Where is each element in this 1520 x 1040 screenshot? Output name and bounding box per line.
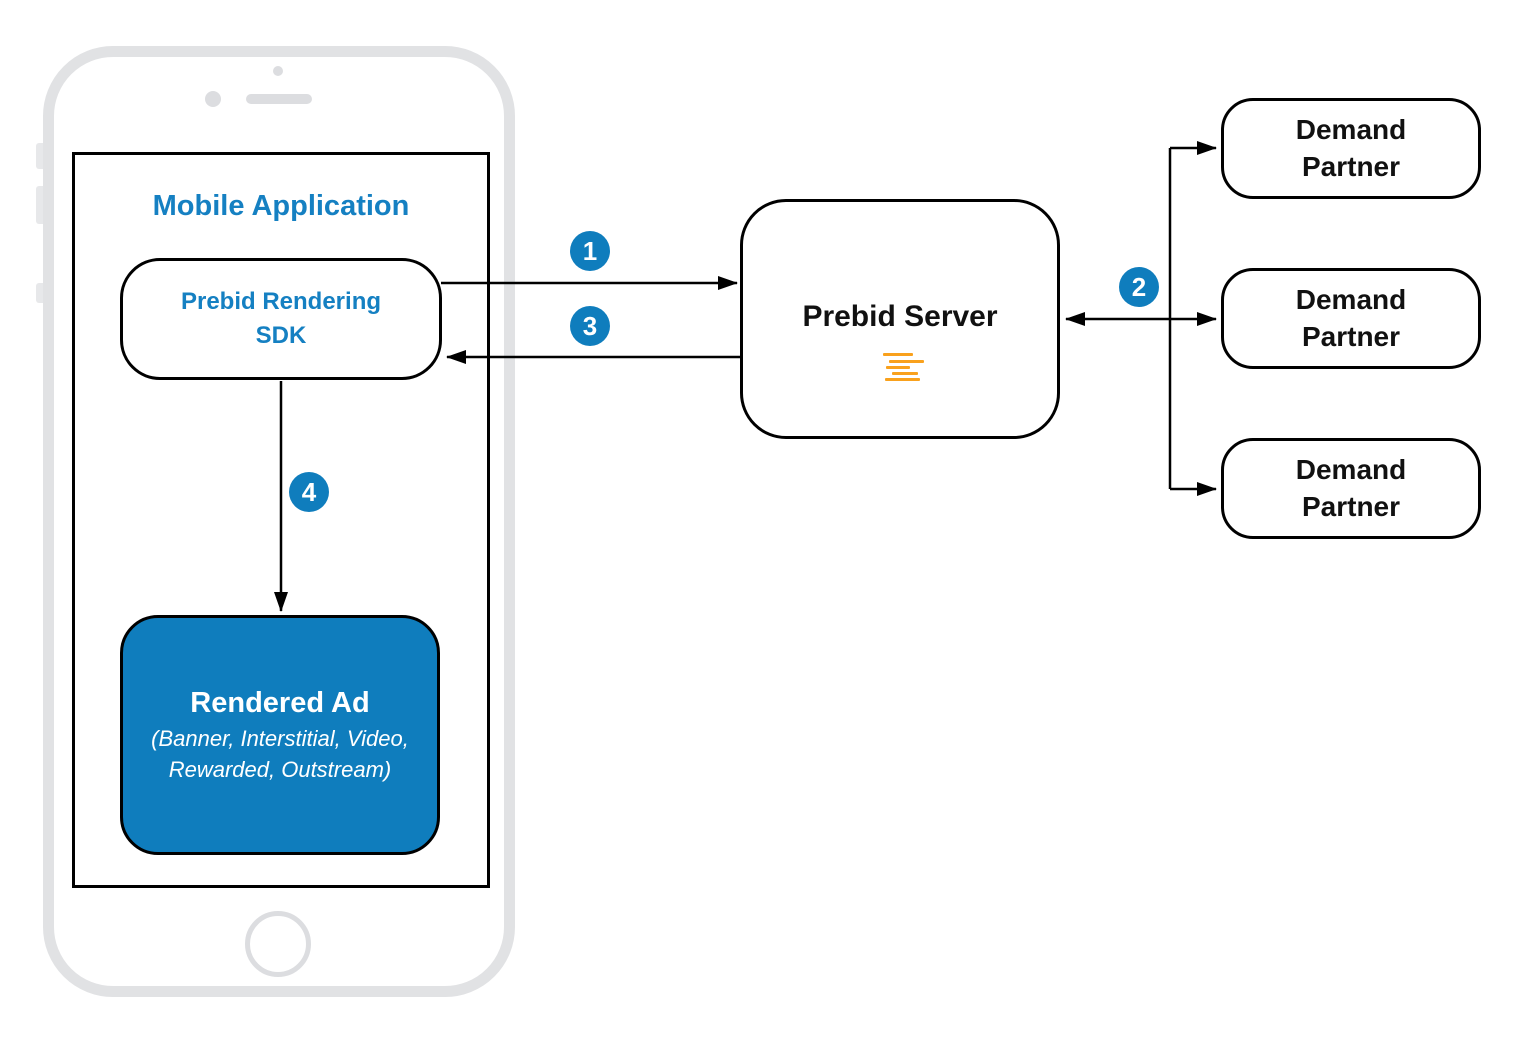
- demand-partner-box-1: Demand Partner: [1221, 98, 1481, 199]
- phone-mute-switch: [36, 143, 44, 169]
- prebid-logo-icon: [883, 352, 924, 381]
- rendered-ad-subtitle: (Banner, Interstitial, Video, Rewarded, …: [151, 725, 409, 782]
- demand-partner-label: Demand Partner: [1295, 113, 1407, 182]
- home-button-icon: [245, 911, 311, 977]
- mobile-application-title: Mobile Application: [152, 190, 410, 222]
- prebid-server-label: Prebid Server: [802, 299, 998, 333]
- prebid-rendering-sdk-label: Prebid Rendering SDK: [180, 288, 382, 349]
- speaker-bar-icon: [246, 94, 312, 104]
- rendered-ad-title: Rendered Ad: [190, 686, 370, 719]
- camera-dot-icon: [273, 66, 283, 76]
- step-badge-2: 2: [1119, 267, 1159, 307]
- step-badge-3: 3: [570, 306, 610, 346]
- demand-partner-box-3: Demand Partner: [1221, 438, 1481, 539]
- prebid-server-box: Prebid Server: [740, 199, 1060, 439]
- phone-volume-down-button: [36, 283, 44, 303]
- demand-partner-box-2: Demand Partner: [1221, 268, 1481, 369]
- step-badge-4: 4: [289, 472, 329, 512]
- demand-partner-label: Demand Partner: [1295, 283, 1407, 352]
- step-badge-1: 1: [570, 231, 610, 271]
- front-camera-icon: [205, 91, 221, 107]
- prebid-rendering-sdk-box: Prebid Rendering SDK: [120, 258, 442, 380]
- phone-volume-up-button: [36, 186, 44, 224]
- demand-partner-label: Demand Partner: [1295, 453, 1407, 522]
- rendered-ad-box: Rendered Ad (Banner, Interstitial, Video…: [120, 615, 440, 855]
